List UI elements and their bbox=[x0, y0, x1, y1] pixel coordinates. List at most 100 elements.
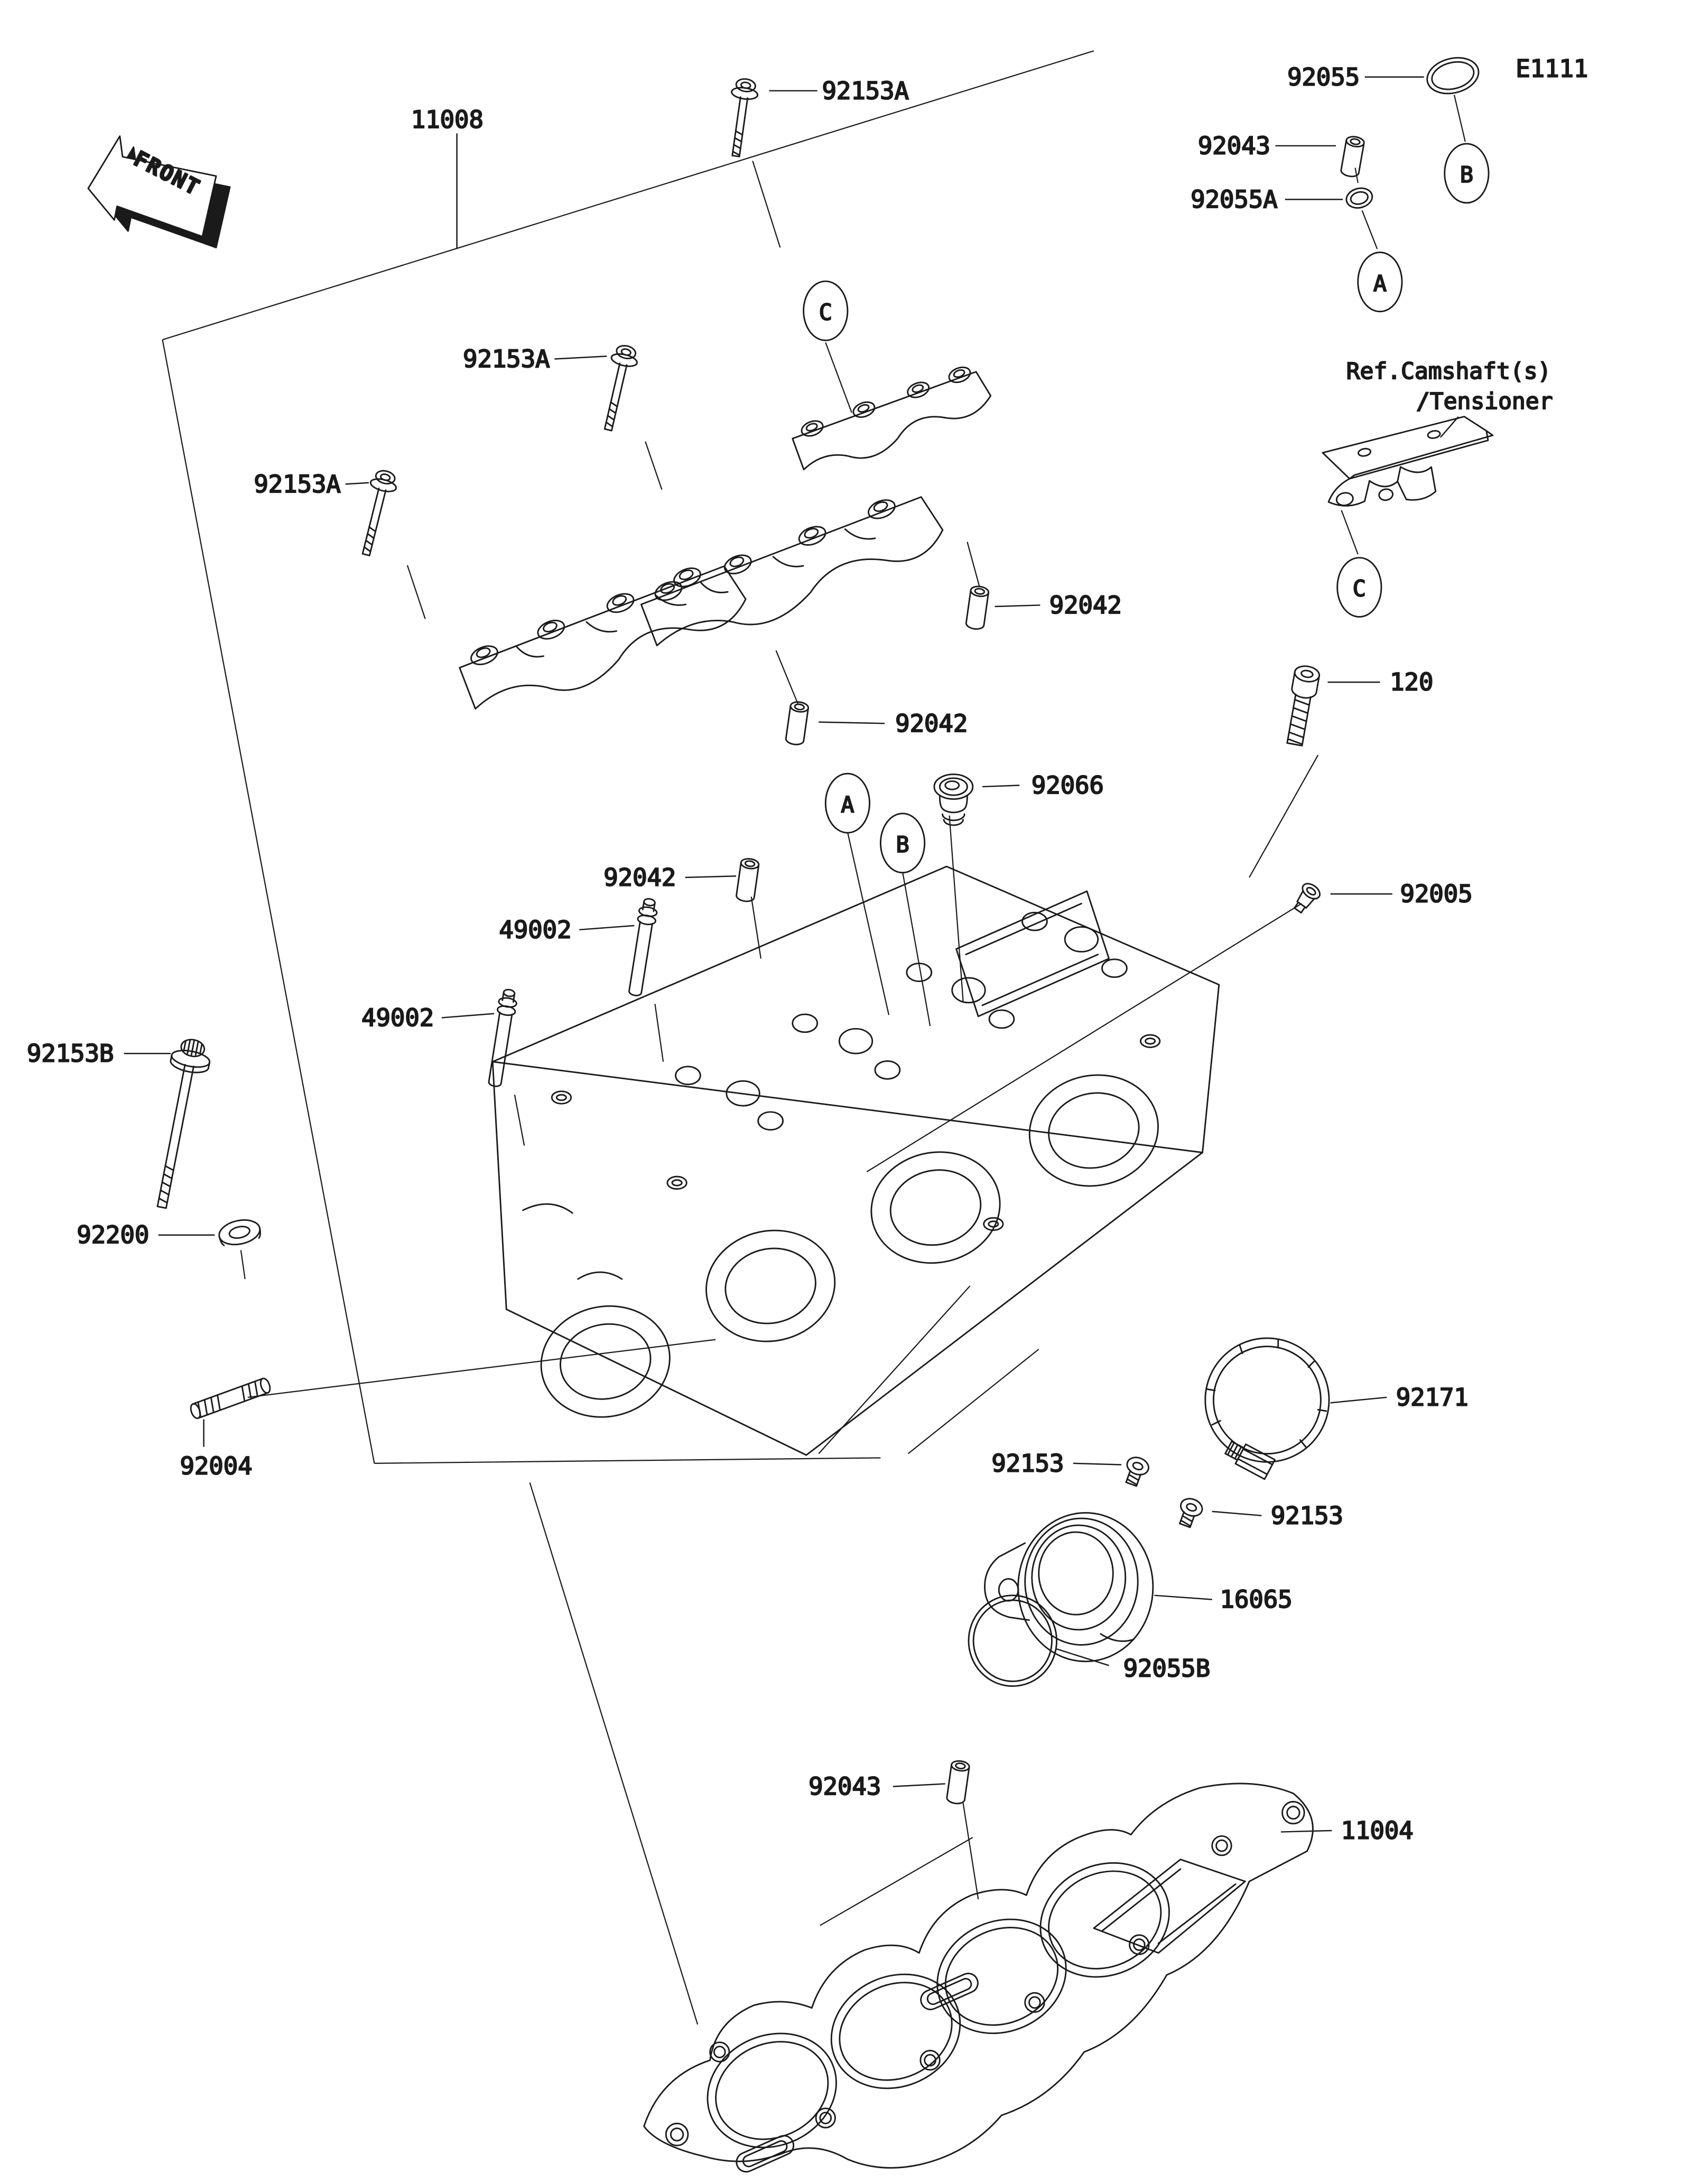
part-label-E1111: E1111 bbox=[1516, 55, 1588, 83]
pointer-line bbox=[645, 441, 663, 490]
pointer-line bbox=[902, 872, 931, 1026]
leader-line bbox=[995, 604, 1040, 608]
part-label-92005: 92005 bbox=[1400, 880, 1473, 908]
stud-92004 bbox=[190, 1377, 271, 1420]
leader-line bbox=[441, 1013, 494, 1019]
pointer-line bbox=[162, 50, 1094, 341]
bolt-92153a-3 bbox=[361, 470, 397, 556]
part-label-92153A-1: 92153A bbox=[822, 77, 909, 105]
part-label-92042-2: 92042 bbox=[895, 710, 968, 738]
camshaft-holder-top-small bbox=[792, 366, 992, 471]
bolt-92153a-1 bbox=[731, 78, 759, 157]
pointer-line bbox=[1341, 510, 1359, 555]
pointer-line bbox=[825, 342, 852, 413]
leader-line bbox=[579, 925, 635, 931]
oring-92055b bbox=[968, 1594, 1058, 1687]
callout-circle-B bbox=[1444, 143, 1490, 204]
part-label-120: 120 bbox=[1390, 668, 1433, 696]
leader-line bbox=[982, 785, 1020, 788]
leader-line bbox=[685, 875, 737, 879]
bolt-92153-1 bbox=[1125, 1457, 1149, 1487]
pointer-line bbox=[962, 1803, 979, 1900]
pointer-line bbox=[967, 542, 980, 587]
bolt-92153a-2 bbox=[603, 344, 638, 432]
bolt-92005 bbox=[1293, 883, 1321, 914]
pointer-line bbox=[949, 815, 964, 1002]
leader-line bbox=[1212, 1510, 1262, 1517]
holder-16065 bbox=[984, 1512, 1154, 1663]
leader-line bbox=[345, 482, 369, 485]
dowel-92042-3 bbox=[736, 858, 760, 902]
part-label-11004: 11004 bbox=[1341, 1816, 1414, 1844]
bolt-92153-2 bbox=[1179, 1498, 1203, 1528]
pointer-line bbox=[866, 903, 1302, 1172]
callout-letter-B: B bbox=[1460, 162, 1473, 188]
pointer-line bbox=[162, 339, 375, 1464]
part-label-92043-2: 92043 bbox=[809, 1772, 881, 1800]
part-label-92153-2: 92153 bbox=[1271, 1501, 1343, 1529]
pointer-line bbox=[1361, 210, 1378, 249]
plug-92066 bbox=[933, 773, 974, 826]
dowel-92043-bottom bbox=[946, 1760, 970, 1805]
pointer-line bbox=[750, 897, 761, 959]
part-label-92171: 92171 bbox=[1396, 1383, 1469, 1411]
front-arrow-badge: FRONT bbox=[87, 135, 231, 249]
pointer-line bbox=[654, 1004, 664, 1062]
callout-letter-C: C bbox=[1353, 576, 1366, 602]
part-label-ref-line2: /Tensioner bbox=[1416, 388, 1553, 415]
dowel-92042-2 bbox=[785, 701, 810, 745]
valve-guide-49002-1 bbox=[628, 898, 658, 996]
camshaft-holder-upper bbox=[640, 496, 944, 647]
clamp-92171 bbox=[1204, 1337, 1330, 1480]
part-label-92153A-2: 92153A bbox=[463, 345, 550, 373]
valve-guide-49002-2 bbox=[488, 988, 517, 1087]
pointer-line bbox=[775, 650, 799, 705]
pointer-line bbox=[514, 1095, 525, 1146]
washer-92200 bbox=[218, 1219, 261, 1246]
callout-letter-B: B bbox=[896, 832, 909, 857]
part-label-92004: 92004 bbox=[180, 1452, 252, 1480]
part-label-92153-1: 92153 bbox=[991, 1449, 1064, 1477]
part-label-92153B: 92153B bbox=[27, 1040, 114, 1068]
part-label-16065: 16065 bbox=[1220, 1585, 1293, 1613]
part-label-92200: 92200 bbox=[77, 1221, 149, 1249]
callout-letter-A: A bbox=[841, 791, 854, 817]
callout-letter-A: A bbox=[1373, 270, 1387, 296]
bolt-92153b bbox=[156, 1039, 211, 1209]
part-label-92055: 92055 bbox=[1287, 63, 1360, 91]
cylinder-head bbox=[491, 865, 1220, 1456]
part-label-11008: 11008 bbox=[411, 106, 484, 134]
pointer-line bbox=[529, 1482, 699, 2025]
part-label-49002-2: 49002 bbox=[361, 1004, 434, 1032]
oring-92055 bbox=[1426, 57, 1480, 95]
head-gasket bbox=[643, 1782, 1314, 2173]
leader-line bbox=[1330, 1396, 1387, 1404]
pointer-line bbox=[240, 1250, 246, 1280]
pointer-line bbox=[247, 1339, 716, 1398]
part-label-92042-1: 92042 bbox=[1049, 591, 1122, 619]
leader-line bbox=[893, 1783, 945, 1787]
pointer-line bbox=[847, 832, 890, 1015]
leader-line bbox=[819, 721, 885, 724]
pointer-line bbox=[907, 1348, 1039, 1454]
part-label-92066: 92066 bbox=[1032, 771, 1104, 799]
callout-circle-A bbox=[824, 772, 870, 834]
oring-92055a bbox=[1345, 187, 1373, 209]
callout-circle-A bbox=[1357, 251, 1403, 313]
part-label-92042-3: 92042 bbox=[603, 863, 676, 891]
pointer-line bbox=[818, 1285, 971, 1454]
part-label-92043-1: 92043 bbox=[1198, 132, 1270, 160]
pointer-line bbox=[1354, 167, 1359, 183]
leader-line bbox=[554, 356, 607, 360]
callout-circle-C bbox=[803, 280, 849, 341]
leader-line bbox=[1073, 1462, 1121, 1466]
collar-92043-top bbox=[1340, 136, 1365, 178]
dowel-92042-1 bbox=[965, 585, 990, 630]
leader-line bbox=[1056, 1648, 1109, 1666]
pointer-line bbox=[1453, 95, 1466, 142]
pointer-line bbox=[1249, 754, 1319, 878]
callout-circle-C bbox=[1336, 557, 1382, 618]
leader-line bbox=[1154, 1594, 1212, 1600]
